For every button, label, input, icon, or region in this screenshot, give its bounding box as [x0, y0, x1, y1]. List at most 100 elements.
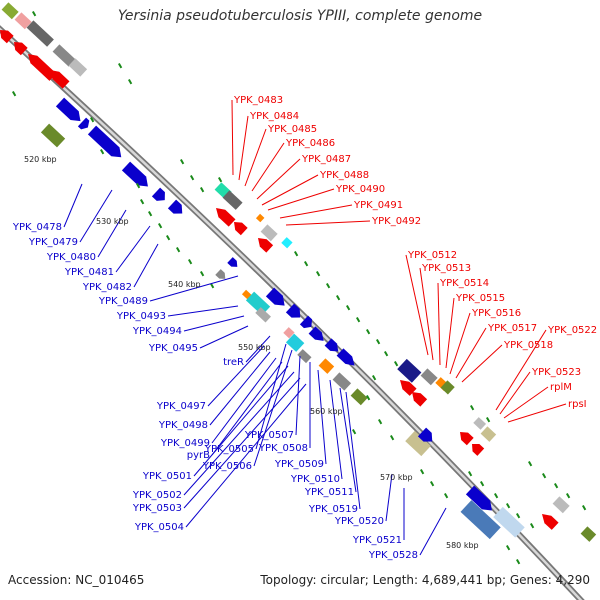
feature-block — [222, 190, 243, 210]
gc-marker — [384, 350, 389, 357]
gene-label: treR — [223, 357, 244, 368]
gc-marker — [480, 481, 485, 487]
gene-label: YPK_0501 — [142, 471, 192, 482]
gene-label: YPK_0516 — [471, 308, 521, 319]
leader-line — [211, 357, 277, 444]
gc-marker — [506, 503, 511, 509]
leader-line — [97, 209, 127, 258]
leader-line — [499, 371, 531, 415]
gene-label: YPK_0486 — [285, 138, 335, 149]
gene-label: YPK_0487 — [301, 154, 351, 165]
gene-label: YPK_0482 — [82, 282, 132, 293]
gene-label: YPK_0491 — [353, 200, 403, 211]
gc-marker — [336, 295, 341, 301]
gc-marker — [542, 473, 547, 479]
gc-marker — [199, 271, 205, 277]
feature-block — [255, 307, 271, 323]
map-title: Yersinia pseudotuberculosis YPIII, compl… — [117, 8, 483, 24]
gc-marker — [376, 338, 381, 345]
feature-block — [350, 388, 368, 406]
leader-line — [193, 365, 289, 477]
leader-line — [245, 335, 271, 363]
feature-block — [397, 358, 422, 383]
leader-line — [231, 99, 234, 176]
gc-marker — [12, 91, 17, 97]
reverse-cds-arrow — [0, 30, 14, 44]
forward-cds-arrow — [121, 161, 148, 187]
gc-marker — [217, 177, 223, 183]
gene-label: YPK_0504 — [134, 522, 184, 533]
forward-cds-arrow — [336, 348, 355, 366]
feature-block — [473, 417, 487, 430]
reverse-cds-arrow — [542, 514, 559, 530]
forward-cds-arrow — [87, 125, 122, 158]
leader-line — [279, 204, 353, 219]
gc-marker — [390, 434, 395, 441]
leader-line — [419, 507, 447, 556]
leader-line — [495, 329, 547, 411]
gene-label: YPK_0509 — [274, 459, 324, 470]
feature-block — [420, 368, 438, 386]
leader-line — [261, 174, 319, 206]
forward-cds-arrow — [265, 287, 285, 306]
gc-marker — [516, 513, 521, 519]
gc-marker — [352, 428, 357, 435]
feature-block — [297, 349, 312, 364]
genome-summary-text: Topology: circular; Length: 4,689,441 bp… — [260, 573, 590, 587]
gene-label: YPK_0481 — [64, 267, 114, 278]
leader-line — [244, 128, 267, 187]
gc-marker — [554, 482, 559, 489]
reverse-cds-arrow — [400, 380, 417, 396]
gene-label: YPK_0511 — [304, 487, 354, 498]
gene-label: YPK_0499 — [160, 438, 210, 449]
gene-label: YPK_0495 — [148, 343, 198, 354]
forward-cds-arrow — [308, 326, 324, 341]
leader-line — [419, 267, 434, 361]
leader-line — [238, 115, 249, 181]
gene-label: YPK_0520 — [334, 516, 384, 527]
gc-marker — [366, 329, 371, 335]
feature-block — [440, 380, 455, 395]
forward-cds-arrow — [299, 315, 313, 329]
gc-marker — [304, 261, 309, 267]
kbp-tick-label: 570 kbp — [380, 473, 413, 482]
gene-label: YPK_0519 — [308, 504, 358, 515]
forward-cds-arrow — [167, 199, 183, 214]
reverse-cds-arrow — [216, 208, 236, 227]
reverse-cds-arrow — [28, 54, 57, 81]
gc-marker — [582, 505, 587, 511]
forward-cds-arrow — [55, 97, 81, 122]
feature-block — [52, 44, 76, 67]
gc-marker — [470, 405, 475, 411]
reverse-cds-arrow — [258, 238, 274, 253]
gene-label: YPK_0493 — [116, 311, 166, 322]
leader-line — [445, 297, 455, 369]
gc-marker — [372, 374, 377, 381]
feature-block — [245, 291, 271, 316]
reverse-cds-arrow — [460, 432, 474, 446]
kbp-tick-label: 530 kbp — [96, 217, 129, 226]
gc-marker — [346, 305, 351, 311]
forward-cds-arrow — [417, 427, 433, 442]
leader-line — [183, 377, 301, 509]
feature-block — [552, 496, 570, 514]
gene-label: YPK_0510 — [290, 474, 340, 485]
gene-label: YPK_0505 — [204, 444, 254, 455]
gc-marker — [420, 469, 425, 475]
feature-block — [281, 237, 293, 249]
gene-label: YPK_0492 — [371, 216, 421, 227]
feature-block — [1, 2, 19, 20]
leader-line — [133, 243, 159, 288]
feature-block — [68, 58, 88, 77]
gc-marker — [378, 419, 383, 425]
gene-label: YPK_0522 — [547, 325, 597, 336]
feature-block — [255, 213, 265, 223]
gc-marker — [444, 493, 449, 499]
gc-marker — [486, 417, 491, 423]
leader-line — [256, 158, 301, 200]
leader-line — [253, 349, 293, 467]
gene-label: YPK_0494 — [132, 326, 182, 337]
leader-line — [345, 391, 361, 510]
leader-line — [503, 386, 549, 419]
